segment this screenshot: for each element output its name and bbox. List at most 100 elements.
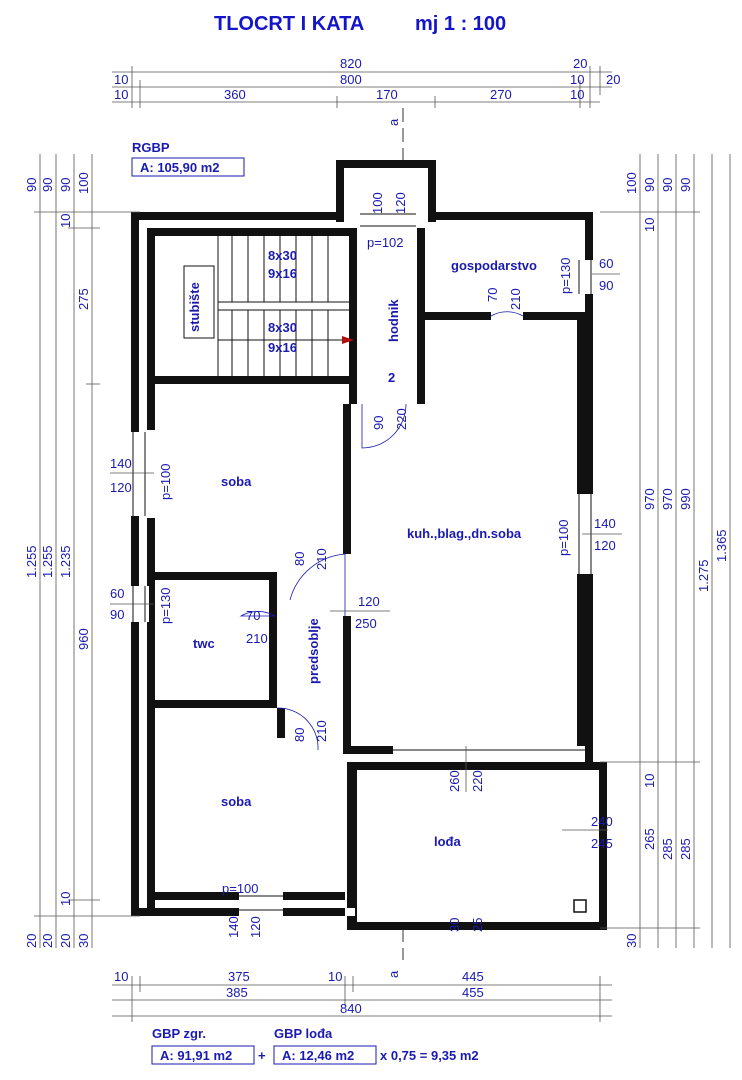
stair-treads [183,236,350,376]
room-predsoblje: predsoblje [306,618,321,684]
svg-text:385: 385 [226,985,248,1000]
section-axis-top: a [386,118,401,126]
gbp-loda-calc: x 0,75 = 9,35 m2 [380,1048,479,1063]
svg-text:285: 285 [678,838,693,860]
gbp-zgr-label: GBP zgr. [152,1026,206,1041]
room-kuhinja: kuh.,blag.,dn.soba [407,526,522,541]
svg-text:p=100: p=100 [158,463,173,500]
room-soba-top: soba [221,474,252,489]
svg-text:10: 10 [642,774,657,788]
svg-text:10: 10 [58,892,73,906]
svg-text:1.365: 1.365 [714,529,729,562]
svg-text:275: 275 [76,288,91,310]
svg-text:90: 90 [599,278,613,293]
svg-text:120: 120 [594,538,616,553]
svg-text:990: 990 [678,488,693,510]
dim-top-800: 800 [340,72,362,87]
svg-text:60: 60 [599,256,613,271]
svg-text:30: 30 [447,918,462,932]
svg-text:1.235: 1.235 [58,545,73,578]
svg-text:970: 970 [660,488,675,510]
door-swings [239,311,524,751]
left-dimension-lines: 90 1.255 20 90 1.255 20 90 10 1.235 10 2… [24,154,140,948]
svg-text:90: 90 [660,178,675,192]
rgbp-label: RGBP [132,140,170,155]
svg-text:90: 90 [40,178,55,192]
svg-text:120: 120 [393,192,408,214]
svg-text:10: 10 [58,214,73,228]
room-twc: twc [193,636,215,651]
svg-text:840: 840 [340,1001,362,1016]
stair-number: 2 [388,370,395,385]
svg-text:20: 20 [58,934,73,948]
svg-text:100: 100 [370,192,385,214]
svg-text:1.255: 1.255 [40,545,55,578]
svg-text:p=100: p=100 [556,519,571,556]
svg-text:100: 100 [624,172,639,194]
svg-text:455: 455 [462,985,484,1000]
dim-top-170: 170 [376,87,398,102]
svg-text:30: 30 [624,934,639,948]
stair-arrow-icon [342,336,354,344]
svg-text:90: 90 [371,416,386,430]
gbp-loda-box [273,1045,377,1065]
svg-text:60: 60 [110,586,124,601]
right-dimension-lines: 100 30 90 10 970 10 265 90 970 285 90 99… [600,154,731,948]
svg-text:10: 10 [328,969,342,984]
windows [129,210,595,918]
svg-text:90: 90 [110,607,124,622]
plan-scale: mj 1 : 100 [415,13,506,35]
svg-text:90: 90 [642,178,657,192]
svg-text:445: 445 [462,969,484,984]
dim-top-20b: 20 [606,72,620,87]
svg-text:245: 245 [591,836,613,851]
room-gospodarstvo: gospodarstvo [451,258,537,273]
svg-text:970: 970 [642,488,657,510]
dim-top-10d: 10 [570,87,584,102]
top-dimension-lines: 820 20 10 800 10 20 10 360 170 270 10 [112,56,620,108]
room-hodnik: hodnik [386,299,401,342]
gbp-plus: + [258,1048,266,1063]
rgbp-area: A: 105,90 m2 [140,160,220,175]
svg-text:p=130: p=130 [558,257,573,294]
svg-text:p=100: p=100 [222,881,259,896]
svg-text:250: 250 [355,616,377,631]
room-loda: lođa [434,834,461,849]
gbp-loda-label: GBP lođa [274,1026,333,1041]
svg-text:140: 140 [226,916,241,938]
svg-text:220: 220 [394,408,409,430]
svg-text:10: 10 [114,969,128,984]
rgbp-box [131,157,245,177]
svg-text:80: 80 [292,728,307,742]
svg-text:1.275: 1.275 [696,559,711,592]
svg-text:120: 120 [248,916,263,938]
stair-lower-b: 9x16 [268,340,297,355]
svg-text:120: 120 [358,594,380,609]
room-soba-bottom: soba [221,794,252,809]
svg-text:140: 140 [594,516,616,531]
drain-icon [573,899,587,913]
opening-annotations: 100 120 p=102 p=130 60 90 70 210 90 220 … [110,192,622,938]
svg-text:30: 30 [76,934,91,948]
svg-text:285: 285 [660,838,675,860]
stair-upper-b: 9x16 [268,266,297,281]
svg-text:70: 70 [246,608,260,623]
svg-text:375: 375 [228,969,250,984]
svg-text:20: 20 [40,934,55,948]
svg-text:90: 90 [678,178,693,192]
dim-top-10a: 10 [114,72,128,87]
section-axis-bottom: a [386,970,401,978]
svg-text:960: 960 [76,628,91,650]
stair-lower-a: 8x30 [268,320,297,335]
svg-text:210: 210 [314,548,329,570]
stair-upper-a: 8x30 [268,248,297,263]
svg-text:220: 220 [470,770,485,792]
svg-text:210: 210 [508,288,523,310]
svg-text:90: 90 [24,178,39,192]
svg-text:80: 80 [292,552,307,566]
dim-top-10b: 10 [570,72,584,87]
svg-text:140: 140 [110,456,132,471]
dim-top-820: 820 [340,56,362,71]
svg-text:210: 210 [314,720,329,742]
svg-text:10: 10 [642,218,657,232]
